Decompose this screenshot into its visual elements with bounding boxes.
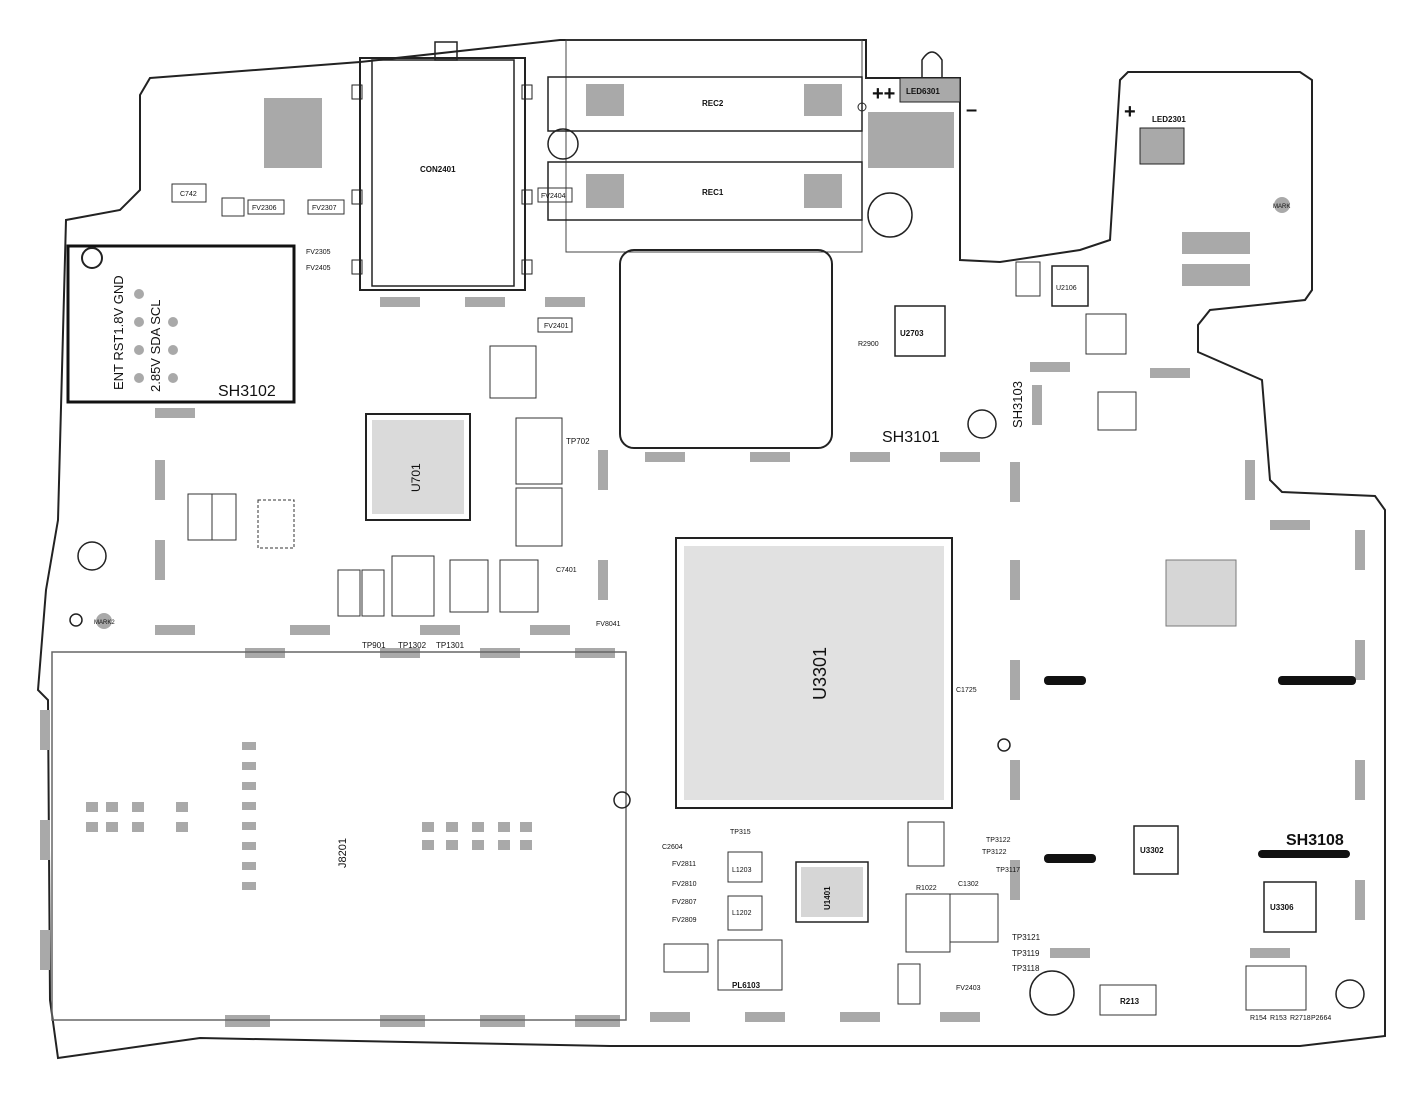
led6301-plus: ++	[872, 83, 895, 105]
label-l1202: L1202	[732, 910, 752, 917]
component-labels: P2664 PL6103 R213 R154 R153 R2718 FV2404…	[180, 191, 1331, 1022]
tp3117-label: TP3117	[996, 867, 1020, 874]
led6301: LED6301 ++ –	[868, 51, 977, 168]
bga-chip-right	[1165, 559, 1237, 627]
label-c742: C742	[180, 191, 197, 198]
led2301: LED2301 +	[1124, 101, 1186, 165]
sim-shield-area: ENT RST1.8V GND 2.85V SDA SCL SH3102	[66, 244, 296, 404]
label-c7401: C7401	[556, 567, 577, 574]
label-fv2307: FV2307	[312, 205, 337, 212]
board-outline	[36, 39, 1386, 1060]
tp901-label: TP901	[362, 641, 386, 650]
label-r2900: R2900	[858, 341, 879, 348]
label-r2718: R2718	[1290, 1015, 1311, 1022]
label-p2664: P2664	[1311, 1015, 1331, 1022]
rec-area: REC2 REC1	[547, 39, 867, 253]
u2703-chip: U2703	[894, 305, 946, 357]
shield-dashes	[40, 297, 1365, 1027]
label-fv8041: FV8041	[596, 621, 621, 628]
shield-bar-b	[1278, 676, 1356, 685]
sh3103-label: SH3103	[1010, 381, 1025, 428]
u2703-label: U2703	[900, 329, 924, 338]
u1401-chip: U1401	[795, 861, 869, 923]
tp1301-label: TP1301	[436, 641, 465, 650]
label-r153: R153	[1270, 1015, 1287, 1022]
label-pl6103: PL6103	[732, 981, 761, 990]
con2401-label: CON2401	[420, 165, 456, 174]
j8201-label: J8201	[337, 838, 349, 868]
u3302-label: U3302	[1140, 846, 1164, 855]
u3306-chip: U3306	[1263, 881, 1317, 933]
u1401-label: U1401	[823, 886, 832, 910]
label-fv2810: FV2810	[672, 881, 697, 888]
tp3121-label: TP3121	[1012, 933, 1041, 942]
label-fv2807: FV2807	[672, 899, 697, 906]
u701-label: U701	[409, 463, 423, 492]
label-fv2809: FV2809	[672, 917, 697, 924]
led2301-plus: +	[1124, 101, 1136, 123]
label-l1203: L1203	[732, 867, 752, 874]
battery-pad-outline	[619, 249, 833, 449]
sh3108-label: SH3108	[1286, 832, 1344, 849]
label-fv2811: FV2811	[672, 861, 696, 868]
label-fv2401: FV2401	[544, 323, 569, 330]
label-r1022: R1022	[916, 885, 937, 892]
label-fv2403: FV2403	[956, 985, 981, 992]
tp3119-label: TP3119	[1012, 949, 1040, 958]
led6301-label: LED6301	[906, 87, 940, 96]
mark-label: MARK	[1273, 204, 1290, 210]
label-fv2306: FV2306	[252, 205, 277, 212]
label-c1725: C1725	[956, 687, 977, 694]
test-point-labels: TP702 TP901 TP1302 TP1301 TP315 TP3122 T…	[362, 437, 1041, 973]
rec2-label: REC2	[702, 99, 724, 108]
passive-components	[171, 98, 1307, 1016]
label-r154: R154	[1250, 1015, 1267, 1022]
con2401-connector: CON2401	[351, 41, 533, 291]
u3306-label: U3306	[1270, 903, 1294, 912]
u2106-label: U2106	[1056, 285, 1077, 292]
sh3102-label: SH3102	[218, 383, 276, 400]
label-r213: R213	[1120, 997, 1140, 1006]
shield-bar-a	[1044, 676, 1086, 685]
led2301-label: LED2301	[1152, 115, 1186, 124]
label-c2604: C2604	[662, 844, 683, 851]
tp315-label: TP315	[730, 829, 751, 836]
tp1302-label: TP1302	[398, 641, 427, 650]
fiducial-marks: MARK MARK2	[94, 197, 1290, 629]
sim-pins-right: 2.85V SDA SCL	[148, 300, 163, 393]
sim-pins-left: ENT RST1.8V GND	[111, 275, 126, 390]
shield-bar-c	[1044, 854, 1096, 863]
tp3122a-label: TP3122	[986, 837, 1011, 844]
mounting-holes	[69, 192, 1365, 1016]
mark2-label: MARK2	[94, 620, 115, 626]
tp702-label: TP702	[566, 437, 590, 446]
label-fv2305: FV2305	[306, 249, 331, 256]
u2106-chip: U2106	[1051, 265, 1089, 307]
label-c1302: C1302	[958, 881, 979, 888]
u3301-soc: U3301	[675, 537, 953, 809]
rec1-label: REC1	[702, 188, 724, 197]
sh3101-label: SH3101	[882, 429, 940, 446]
label-fv2404: FV2404	[541, 193, 566, 200]
j8201-connector: J8201	[51, 651, 627, 1021]
u701-chip: U701	[365, 413, 471, 521]
label-fv2405: FV2405	[306, 265, 331, 272]
u3301-label: U3301	[810, 647, 830, 700]
u3302-chip: U3302	[1133, 825, 1179, 875]
led6301-minus: –	[966, 99, 977, 121]
sh3108-bar	[1258, 850, 1350, 858]
tp3122b-label: TP3122	[982, 849, 1007, 856]
tp3118-label: TP3118	[1012, 964, 1040, 973]
